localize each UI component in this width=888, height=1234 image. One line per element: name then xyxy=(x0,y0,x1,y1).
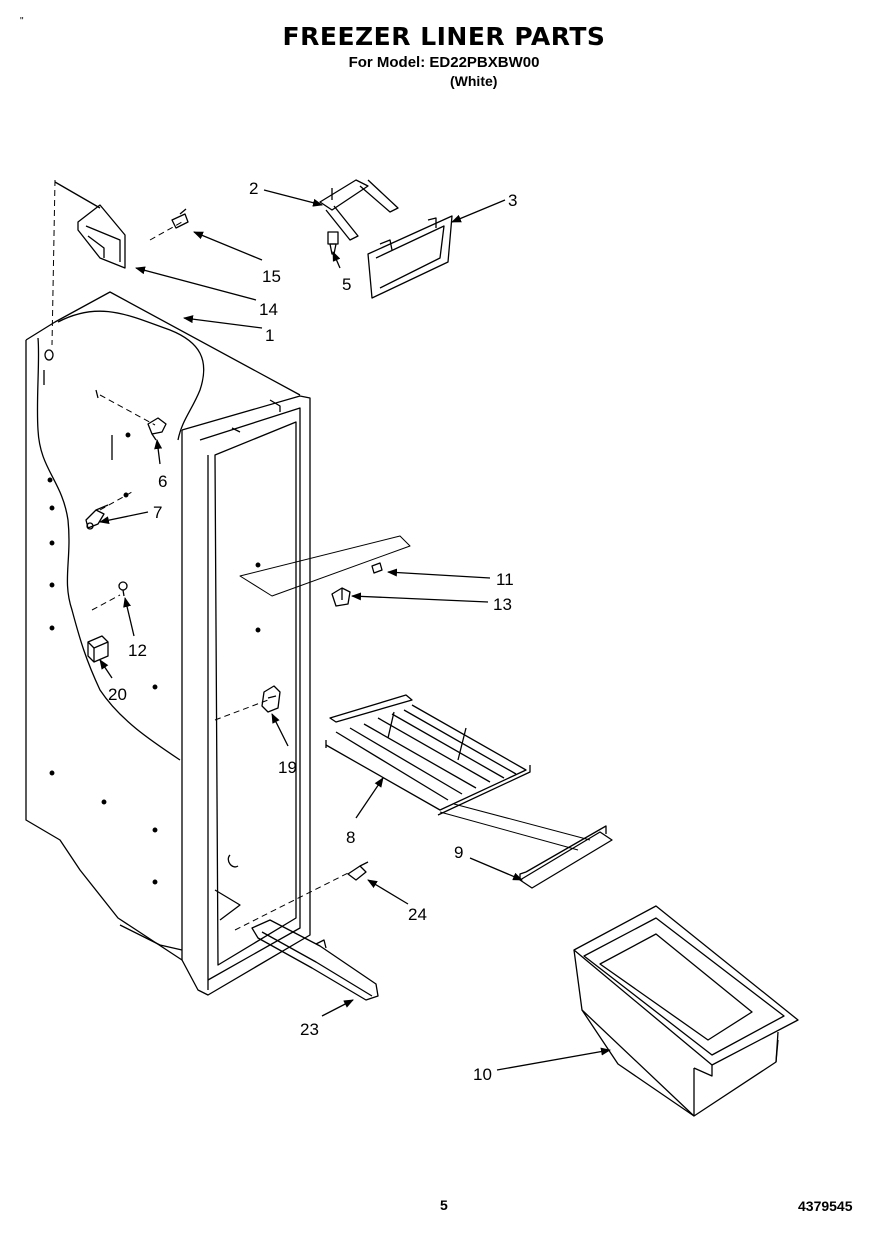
page-title: FREEZER LINER PARTS xyxy=(282,22,606,51)
callout-20: 20 xyxy=(108,685,127,704)
guide-part-14 xyxy=(54,181,126,269)
callout-3: 3 xyxy=(508,191,517,210)
callout-13: 13 xyxy=(493,595,512,614)
clip-part-7 xyxy=(85,504,109,530)
slide-rail-part-23 xyxy=(251,919,379,1001)
callout-9: 9 xyxy=(454,843,463,862)
callout-2: 2 xyxy=(249,179,258,198)
storage-bin-part-10 xyxy=(573,905,799,1117)
screw-part-12 xyxy=(118,581,128,597)
callout-6: 6 xyxy=(158,472,167,491)
callout-1: 1 xyxy=(265,326,274,345)
bumper-part-20 xyxy=(87,635,109,663)
bracket-part-3 xyxy=(367,215,453,299)
callout-11: 11 xyxy=(496,570,514,589)
screw-part-5 xyxy=(327,231,339,255)
shelf-support-plane xyxy=(239,535,411,597)
callout-15: 15 xyxy=(262,267,281,286)
clip-part-13 xyxy=(331,587,351,607)
screw-part-24 xyxy=(347,861,369,881)
model-line: For Model: ED22PBXBW00 xyxy=(348,54,540,71)
clip-part-19 xyxy=(261,685,281,713)
corner-mark: " xyxy=(20,16,24,27)
clip-part-6 xyxy=(147,417,167,441)
callout-8: 8 xyxy=(346,828,355,847)
screw-part-15 xyxy=(171,208,189,229)
callout-7: 7 xyxy=(153,503,162,522)
callout-24: 24 xyxy=(408,905,427,924)
callout-14: 14 xyxy=(259,300,278,319)
page-number: 5 xyxy=(440,1197,448,1213)
color-note: (White) xyxy=(450,73,498,89)
callout-12: 12 xyxy=(128,641,147,660)
hanger-part-2 xyxy=(319,179,399,241)
callout-19: 19 xyxy=(278,758,297,777)
document-number: 4379545 xyxy=(798,1198,853,1214)
callout-23: 23 xyxy=(300,1020,319,1039)
clip-part-11 xyxy=(371,562,383,574)
callout-5: 5 xyxy=(342,275,351,294)
wire-shelf-part-8 xyxy=(325,694,531,816)
callout-10: 10 xyxy=(473,1065,492,1084)
freezer-liner-part-1 xyxy=(25,291,311,996)
callout-labels: 1 2 3 5 6 7 8 9 10 11 12 13 14 15 19 20 … xyxy=(108,179,517,1084)
shelf-trim-part-9 xyxy=(439,803,613,889)
leader-lines xyxy=(99,189,611,1071)
